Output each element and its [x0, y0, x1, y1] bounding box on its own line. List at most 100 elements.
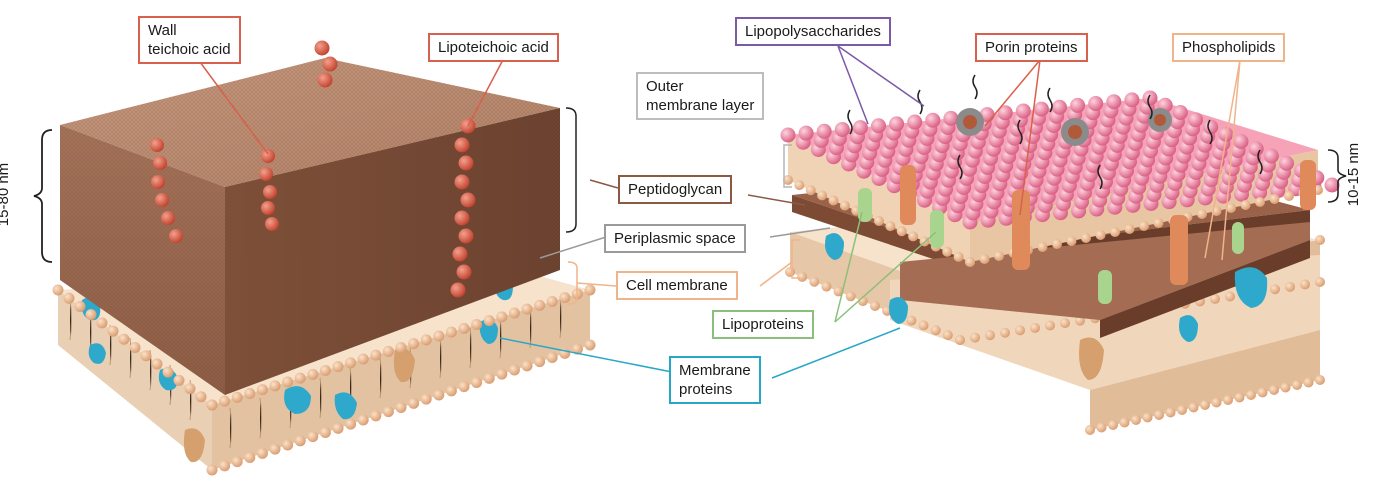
lipid-head — [282, 377, 293, 388]
lipoteichoic-bead — [455, 138, 470, 153]
lipid-head — [257, 384, 268, 395]
lipid-head — [785, 267, 795, 277]
lipid-head — [980, 254, 990, 264]
lipid-head — [1270, 194, 1280, 204]
left-thickness-bracket — [34, 130, 52, 262]
lipid-head — [471, 377, 482, 388]
lipid-head — [1067, 236, 1077, 246]
lipid-head — [141, 350, 152, 361]
lipid-head — [534, 300, 545, 311]
lipid-head — [1285, 282, 1295, 292]
lipid-head — [232, 456, 243, 467]
lipid-head — [370, 350, 381, 361]
label-lipoteichoic-acid: Lipoteichoic acid — [428, 33, 559, 62]
lipid-head — [994, 251, 1004, 261]
lipid-head — [174, 375, 185, 386]
lipid-head — [1315, 375, 1325, 385]
lipid-head — [1241, 200, 1251, 210]
lipid-head — [954, 252, 964, 262]
lipid-head — [931, 325, 941, 335]
lipid-head — [459, 381, 470, 392]
lipid-head — [547, 352, 558, 363]
lipid-head — [1246, 390, 1256, 400]
lipid-head — [307, 369, 318, 380]
lipid-head — [547, 296, 558, 307]
lipid-head — [1139, 221, 1149, 231]
lipid-head — [396, 402, 407, 413]
lipid-head — [207, 465, 218, 476]
lipid-head — [295, 373, 306, 384]
lipid-head — [1281, 383, 1291, 393]
lipoteichoic-bead — [455, 211, 470, 226]
lipid-head — [163, 367, 174, 378]
lipid-head — [1110, 227, 1120, 237]
teichoic-bead — [259, 167, 273, 181]
lipid-head — [897, 226, 907, 236]
lipid-head — [244, 388, 255, 399]
teichoic-bead — [315, 41, 330, 56]
lipid-head — [970, 333, 980, 343]
teichoic-bead — [161, 211, 175, 225]
lipid-head — [1258, 388, 1268, 398]
lipid-head — [522, 360, 533, 371]
lps-head — [1279, 156, 1294, 171]
left-thickness-label: 15-80 nm — [0, 163, 12, 226]
teichoic-bead — [265, 217, 279, 231]
lipid-head — [942, 247, 952, 257]
lipid-head — [64, 293, 75, 304]
lps-head — [1070, 98, 1085, 113]
lps-head — [1249, 141, 1264, 156]
label-lipoproteins: Lipoproteins — [712, 310, 814, 339]
lipid-head — [433, 390, 444, 401]
lipid-head — [919, 320, 929, 330]
lps-head — [1052, 100, 1067, 115]
teichoic-bead — [150, 138, 164, 152]
lps-head — [1264, 149, 1279, 164]
lps-head — [871, 118, 886, 133]
lps-head — [853, 120, 868, 135]
lipid-head — [383, 406, 394, 417]
lipoteichoic-bead — [451, 283, 466, 298]
label-outer-membrane-layer: Outer membrane layer — [636, 72, 764, 120]
lps-head — [799, 126, 814, 141]
lipid-head — [906, 316, 916, 326]
lps-head — [1034, 102, 1049, 117]
lipid-head — [396, 342, 407, 353]
lipid-head — [1045, 321, 1055, 331]
lipid-head — [846, 291, 856, 301]
lipid-head — [86, 309, 97, 320]
lipid-head — [295, 435, 306, 446]
lipid-head — [219, 396, 230, 407]
lipid-head — [797, 272, 807, 282]
lipid-head — [1304, 378, 1314, 388]
peptidoglycan-bracket — [566, 108, 576, 232]
label-phospholipids: Phospholipids — [1172, 33, 1285, 62]
lipid-head — [333, 423, 344, 434]
lipid-head — [320, 427, 331, 438]
lipoteichoic-bead — [459, 229, 474, 244]
lipid-head — [383, 346, 394, 357]
lipid-head — [496, 311, 507, 322]
lipid-head — [794, 180, 804, 190]
lipid-head — [496, 369, 507, 380]
lipid-head — [1270, 284, 1280, 294]
lipid-head — [433, 331, 444, 342]
lipid-head — [522, 304, 533, 315]
lipid-head — [943, 330, 953, 340]
lps-head — [1088, 96, 1103, 111]
right-thickness-label: 10-15 nm — [1345, 143, 1362, 206]
lipid-head — [196, 391, 207, 402]
lipid-head — [534, 356, 545, 367]
lps-head — [1188, 112, 1203, 127]
lipid-head — [1284, 191, 1294, 201]
lipid-head — [257, 448, 268, 459]
lipid-head — [1052, 239, 1062, 249]
lps-head — [1124, 92, 1139, 107]
lipoteichoic-bead — [457, 265, 472, 280]
lipid-head — [509, 308, 520, 319]
lipid-head — [1143, 413, 1153, 423]
lipid-head — [585, 340, 596, 351]
lipid-head — [282, 440, 293, 451]
lipid-head — [421, 334, 432, 345]
lipid-head — [870, 301, 880, 311]
